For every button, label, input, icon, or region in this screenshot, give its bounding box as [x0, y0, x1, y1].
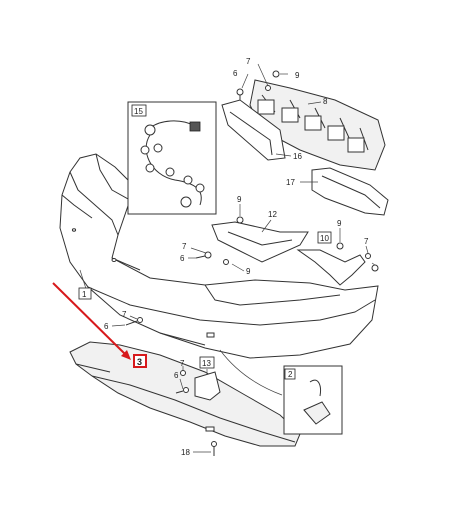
center-bracket-13	[194, 371, 221, 401]
callout-6-mid: 6	[180, 254, 185, 263]
callout-8: 8	[323, 97, 328, 106]
side-bracket-17	[311, 167, 389, 216]
callout-7-right: 7	[364, 237, 369, 246]
callout-15: 15	[134, 107, 143, 116]
callout-1: 1	[82, 290, 87, 299]
side-bracket-12	[211, 221, 309, 263]
leader-lines	[79, 63, 376, 453]
energy-absorber	[249, 79, 386, 171]
corner-bracket-10	[296, 249, 366, 286]
callout-9-mid: 9	[246, 267, 251, 276]
highlight-arrow	[52, 282, 131, 360]
callout-7-left: 7	[122, 310, 127, 319]
callout-9-right: 9	[337, 219, 342, 228]
callout-18: 18	[181, 448, 190, 457]
callout-6-left: 6	[104, 322, 109, 331]
fasteners	[125, 70, 379, 456]
callout-9-upper: 9	[237, 195, 242, 204]
lower-valance	[69, 341, 301, 447]
callout-9-top: 9	[295, 71, 300, 80]
callout-6-top: 6	[233, 69, 238, 78]
callout-3: 3	[137, 357, 142, 367]
callout-13: 13	[202, 359, 211, 368]
callout-17: 17	[286, 178, 295, 187]
callout-6-low: 6	[174, 371, 179, 380]
callout-2: 2	[288, 370, 293, 379]
callout-12: 12	[268, 210, 277, 219]
callout-labels: 1 2 3 6 6 6 6 7 7 7 7 7 8 9 9 9 9 10 12 …	[78, 57, 369, 457]
callout-7-top: 7	[246, 57, 251, 66]
callout-7-mid: 7	[182, 242, 187, 251]
callout-7-low: 7	[180, 359, 185, 368]
inset-wiring-harness	[127, 101, 217, 215]
callout-10: 10	[320, 234, 329, 243]
callout-16: 16	[293, 152, 302, 161]
